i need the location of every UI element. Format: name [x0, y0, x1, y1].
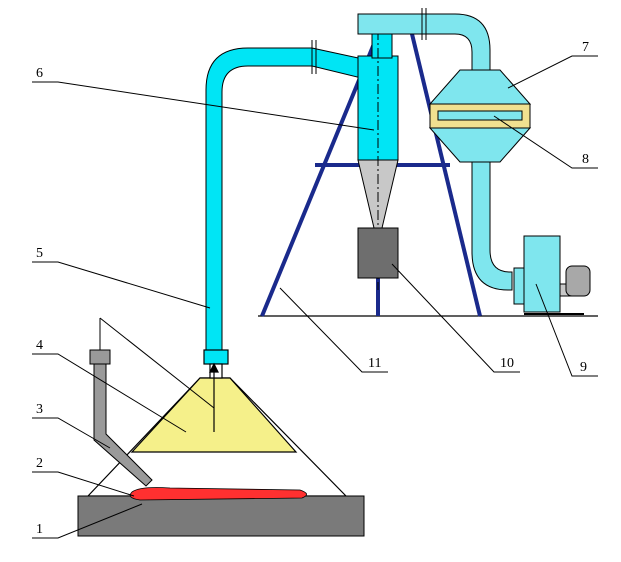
leader-lines: [32, 55, 598, 539]
base-slab-1: [77, 495, 365, 537]
label-5: 5: [36, 246, 43, 261]
label-8: 8: [582, 152, 589, 167]
collection-bin-10: [357, 227, 399, 279]
label-9: 9: [580, 360, 587, 375]
melt-2: [129, 487, 307, 501]
label-10: 10: [500, 356, 514, 371]
label-11: 11: [368, 356, 381, 371]
fan-9: [513, 235, 591, 315]
exhaust-hood-4: [86, 349, 348, 497]
label-1: 1: [36, 522, 43, 537]
label-7: 7: [582, 40, 589, 55]
fan-duct: [471, 161, 513, 291]
lance-3: [89, 318, 153, 487]
bag-filter-7: [428, 69, 532, 163]
label-3: 3: [36, 402, 43, 417]
label-4: 4: [36, 338, 43, 353]
label-6: 6: [36, 66, 43, 81]
cyclone-6: [357, 30, 399, 290]
label-2: 2: [36, 456, 43, 471]
